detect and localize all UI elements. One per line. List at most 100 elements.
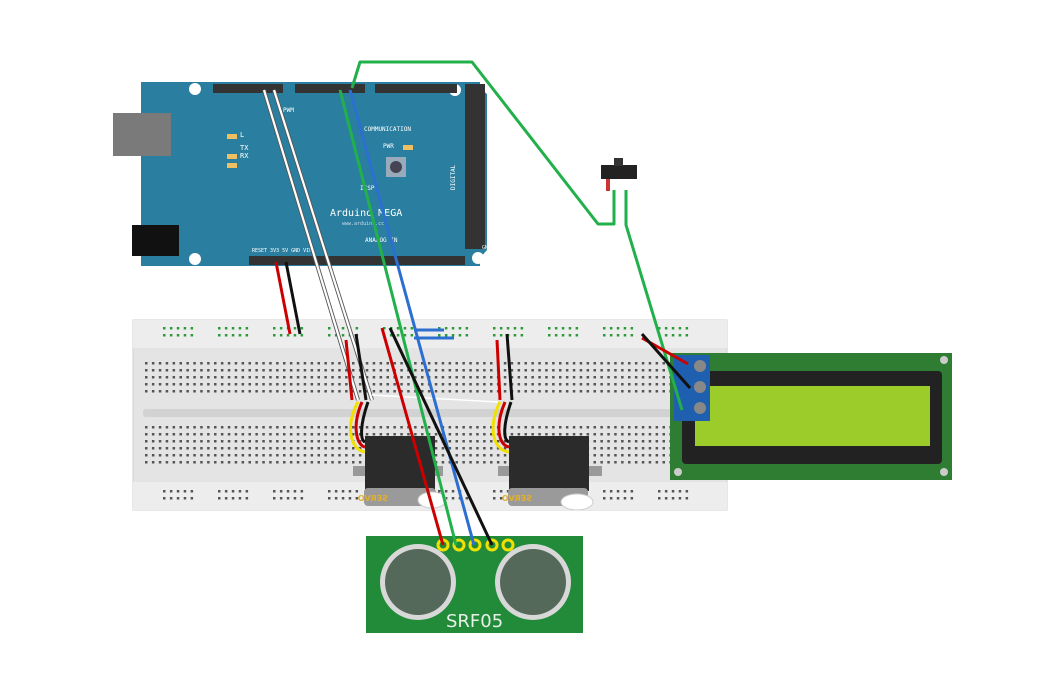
- breadboard-hole: [641, 383, 645, 386]
- breadboard-hole: [248, 433, 251, 436]
- breadboard-hole: [341, 334, 345, 337]
- breadboard-hole: [169, 327, 173, 330]
- breadboard-hole: [483, 447, 486, 450]
- breadboard-hole: [186, 454, 189, 457]
- slide-switch[interactable]: [601, 158, 637, 191]
- breadboard-hole: [276, 461, 279, 464]
- breadboard-hole: [671, 490, 675, 493]
- breadboard-hole: [538, 376, 541, 379]
- breadboard-hole: [641, 461, 645, 464]
- breadboard-hole: [476, 383, 479, 386]
- breadboard-hole: [648, 447, 652, 450]
- servo-2: SERVO: [498, 436, 602, 511]
- breadboard-hole: [421, 376, 424, 379]
- breadboard-hole: [214, 440, 217, 443]
- breadboard-hole: [158, 369, 162, 372]
- breadboard-hole: [579, 369, 583, 372]
- breadboard-hole: [579, 362, 583, 365]
- breadboard-hole: [662, 440, 665, 443]
- breadboard-hole: [628, 440, 631, 443]
- breadboard-hole: [248, 440, 251, 443]
- breadboard-hole: [600, 369, 603, 372]
- breadboard-hole: [193, 362, 196, 365]
- breadboard-hole: [234, 454, 238, 457]
- breadboard-hole: [685, 497, 689, 500]
- breadboard-hole: [262, 383, 265, 386]
- wire-green: [338, 89, 458, 546]
- breadboard-hole: [341, 327, 345, 330]
- breadboard-hole: [545, 390, 548, 393]
- breadboard-hole: [345, 433, 348, 436]
- breadboard-hole: [300, 490, 304, 493]
- breadboard-hole: [623, 334, 627, 337]
- breadboard-hole: [517, 426, 521, 429]
- breadboard-hole: [165, 369, 169, 372]
- breadboard-hole: [248, 426, 251, 429]
- breadboard-hole: [448, 433, 452, 436]
- breadboard-hole: [455, 383, 458, 386]
- breadboard-hole: [231, 490, 235, 493]
- breadboard-hole: [662, 426, 665, 429]
- breadboard-hole: [310, 454, 314, 457]
- breadboard-hole: [227, 447, 231, 450]
- breadboard-hole: [586, 433, 590, 436]
- breadboard-hole: [296, 390, 300, 393]
- breadboard-hole: [331, 426, 334, 429]
- breadboard-hole: [531, 383, 534, 386]
- breadboard-hole: [207, 440, 210, 443]
- breadboard-hole: [172, 426, 176, 429]
- breadboard-hole: [334, 334, 338, 337]
- breadboard-hole: [648, 461, 652, 464]
- breadboard-hole: [524, 426, 527, 429]
- breadboard-hole: [283, 376, 286, 379]
- breadboard-hole: [269, 362, 272, 365]
- breadboard-hole: [465, 334, 469, 337]
- breadboard-hole: [545, 362, 548, 365]
- breadboard-hole: [241, 383, 245, 386]
- breadboard-hole: [455, 440, 458, 443]
- breadboard-hole: [151, 461, 155, 464]
- breadboard-hole: [586, 369, 590, 372]
- breadboard-hole: [524, 383, 527, 386]
- breadboard-hole: [554, 334, 558, 337]
- breadboard-hole: [293, 327, 297, 330]
- breadboard-hole: [490, 390, 493, 393]
- breadboard-hole: [296, 461, 300, 464]
- breadboard-hole: [151, 383, 155, 386]
- breadboard-hole: [621, 440, 624, 443]
- breadboard-hole: [379, 426, 383, 429]
- breadboard-hole: [607, 390, 610, 393]
- breadboard-hole: [345, 454, 348, 457]
- breadboard-hole: [520, 327, 524, 330]
- breadboard-hole: [455, 390, 458, 393]
- breadboard-hole: [324, 362, 327, 365]
- rx-label: RX: [240, 152, 249, 160]
- breadboard-hole: [427, 390, 431, 393]
- breadboard-hole: [641, 454, 645, 457]
- breadboard-hole: [503, 362, 507, 365]
- breadboard-hole: [655, 376, 659, 379]
- breadboard-hole: [283, 461, 286, 464]
- breadboard-hole: [469, 376, 472, 379]
- breadboard-hole: [462, 376, 465, 379]
- breadboard-hole: [214, 390, 217, 393]
- breadboard-hole: [328, 490, 331, 493]
- breadboard-hole: [614, 383, 617, 386]
- wire-blue: [348, 89, 476, 546]
- breadboard-hole: [328, 327, 331, 330]
- sensor-label: SRF05: [446, 611, 503, 632]
- breadboard-hole: [552, 369, 555, 372]
- breadboard-hole: [310, 383, 314, 386]
- breadboard-hole: [331, 433, 334, 436]
- breadboard-hole: [609, 334, 613, 337]
- breadboard-hole: [621, 383, 624, 386]
- breadboard-hole: [255, 440, 258, 443]
- tx-label: TX: [240, 144, 249, 152]
- breadboard-hole: [214, 383, 217, 386]
- breadboard-hole: [231, 334, 235, 337]
- breadboard-hole: [641, 362, 645, 365]
- breadboard-hole: [410, 334, 414, 337]
- breadboard-hole: [179, 454, 182, 457]
- breadboard-hole: [338, 362, 341, 365]
- breadboard-hole: [465, 327, 469, 330]
